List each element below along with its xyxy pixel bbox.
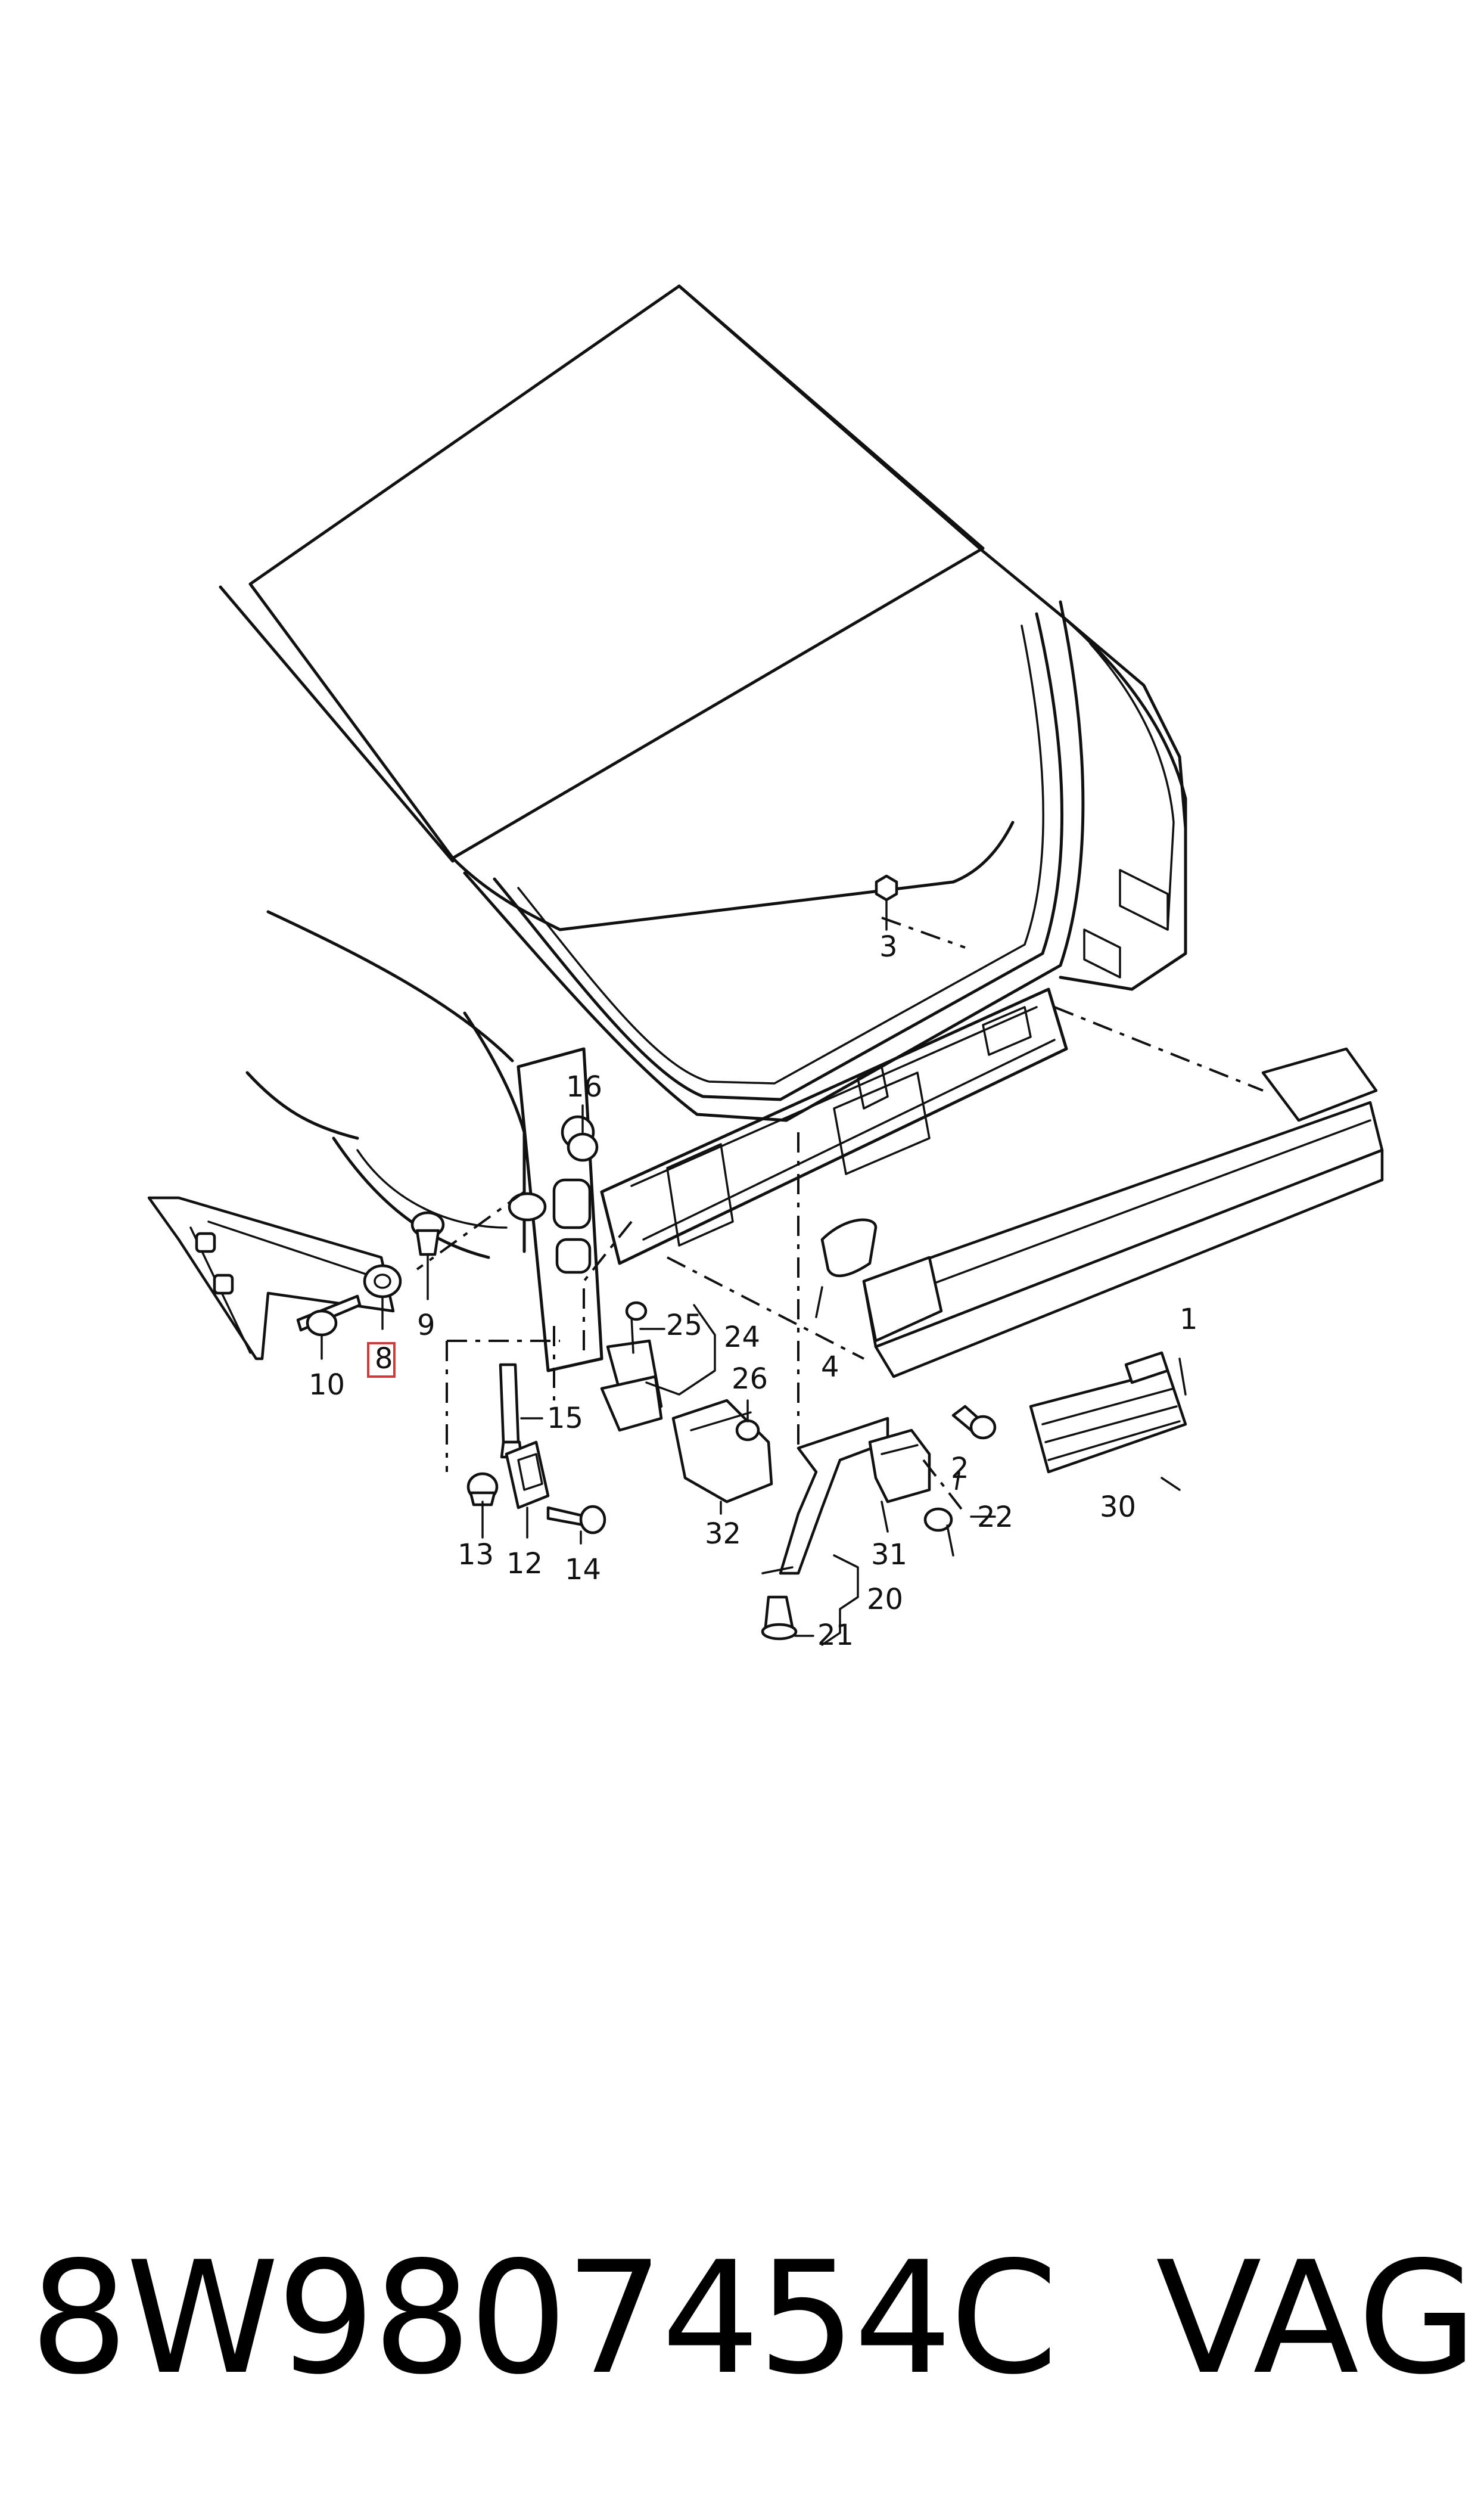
callout-14: 14 — [565, 1553, 601, 1586]
callout-26: 26 — [732, 1362, 768, 1396]
brand-text: VAG — [1156, 2229, 1479, 2409]
callout-24: 24 — [724, 1321, 760, 1354]
callout-10: 10 — [309, 1368, 345, 1402]
leader-lines — [321, 899, 1187, 1646]
right-mount-group — [820, 1218, 997, 1532]
callout-32: 32 — [705, 1517, 741, 1551]
callout-2: 2 — [951, 1452, 969, 1485]
callout-30: 30 — [1100, 1490, 1136, 1524]
callout-9: 9 — [417, 1309, 435, 1342]
callout-labels: 1 2 3 4 8 9 10 12 13 14 15 16 20 21 22 2… — [309, 930, 1198, 1652]
assembly-dash-lines — [416, 917, 1264, 1515]
callout-13: 13 — [458, 1538, 494, 1571]
callout-3: 3 — [879, 930, 898, 964]
cover-part-30 — [1029, 1351, 1187, 1474]
callout-15: 15 — [547, 1402, 583, 1435]
callout-21: 21 — [817, 1619, 854, 1652]
small-fasteners — [567, 874, 898, 1162]
callout-1: 1 — [1180, 1303, 1198, 1336]
callout-4: 4 — [821, 1350, 839, 1384]
callout-22: 22 — [977, 1501, 1013, 1534]
part-number-text: 8W9807454C — [30, 2229, 1058, 2409]
callout-12: 12 — [506, 1547, 543, 1580]
callout-31: 31 — [871, 1538, 907, 1571]
part-number-footer: 8W9807454C VAG — [30, 2229, 1477, 2409]
callout-8: 8 — [375, 1342, 393, 1375]
callout-16: 16 — [566, 1070, 602, 1104]
callout-20: 20 — [867, 1583, 903, 1616]
tow-eye-group — [466, 1363, 606, 1535]
bumper-reinforcement — [862, 1047, 1384, 1378]
bumper-guide-left — [147, 1196, 445, 1361]
car-body-outline — [219, 284, 1187, 1372]
center-bracket-group — [600, 1301, 773, 1504]
callout-25: 25 — [666, 1309, 702, 1342]
callout-8-highlight-box — [367, 1342, 396, 1378]
support-strut-20 — [761, 1417, 889, 1641]
